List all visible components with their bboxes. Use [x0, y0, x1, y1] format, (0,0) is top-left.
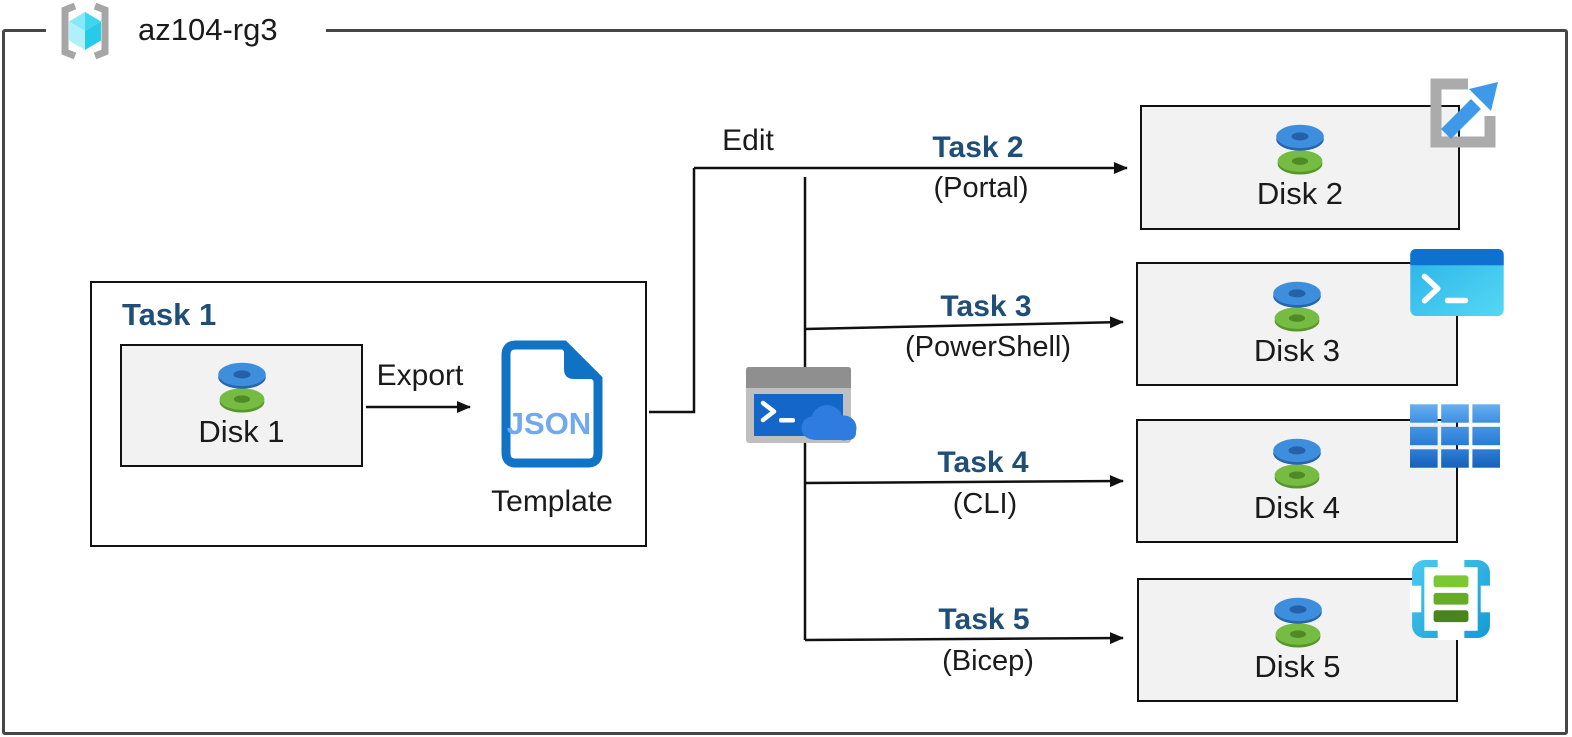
powershell-icon — [1410, 249, 1504, 316]
json-template-icon: JSON — [501, 340, 603, 468]
managed-disk-icon — [1273, 597, 1322, 648]
resource-group-icon — [61, 2, 109, 60]
resource-group-container — [2, 29, 1568, 735]
disk3-label: Disk 3 — [1253, 332, 1341, 368]
disk3-box: Disk 3 — [1136, 262, 1458, 386]
task2-label: Task 2 — [932, 131, 1024, 164]
disk5-box: Disk 5 — [1137, 578, 1458, 702]
json-icon-text: JSON — [507, 406, 591, 441]
resource-group-name: az104-rg3 — [138, 12, 278, 47]
disk1-box: Disk 1 — [120, 344, 363, 467]
border-gap-mask — [46, 25, 326, 37]
cloud-shell-icon — [746, 367, 857, 443]
task2-method: (Portal) — [933, 172, 1029, 204]
disk1-label: Disk 1 — [198, 414, 285, 450]
bicep-template-icon — [1410, 558, 1492, 640]
disk4-box: Disk 4 — [1136, 419, 1458, 543]
template-label: Template — [491, 485, 613, 518]
export-label: Export — [376, 359, 464, 392]
managed-disk-icon — [1273, 438, 1321, 489]
managed-disk-icon — [217, 363, 266, 414]
task1-title: Task 1 — [122, 297, 217, 332]
disk5-label: Disk 5 — [1254, 648, 1341, 684]
disk4-label: Disk 4 — [1253, 489, 1341, 525]
task5-method: (Bicep) — [942, 645, 1034, 677]
managed-disk-icon — [1273, 281, 1321, 332]
task3-label: Task 3 — [940, 290, 1032, 323]
disk2-box: Disk 2 — [1140, 105, 1460, 230]
task4-label: Task 4 — [937, 446, 1029, 479]
task3-method: (PowerShell) — [905, 331, 1071, 363]
task4-method: (CLI) — [952, 488, 1018, 520]
disk2-label: Disk 2 — [1256, 176, 1344, 212]
task5-label: Task 5 — [938, 603, 1030, 636]
azure-cli-icon — [1410, 404, 1500, 468]
edit-label: Edit — [722, 124, 774, 157]
managed-disk-icon — [1276, 125, 1324, 176]
azure-portal-icon — [1430, 78, 1498, 148]
